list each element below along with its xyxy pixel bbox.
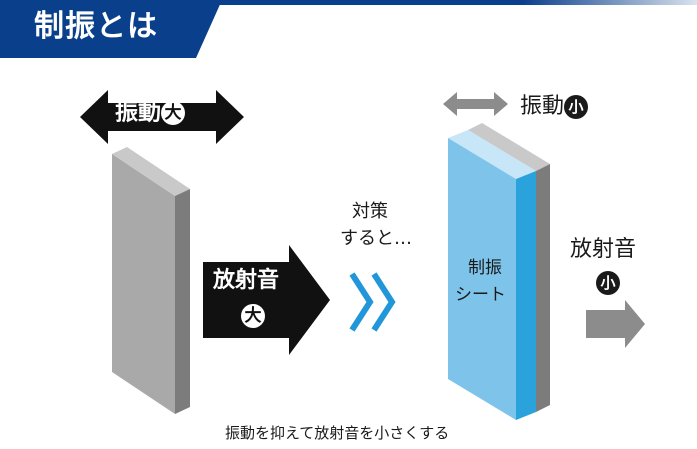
- sound-big-label: 放射音: [213, 268, 280, 293]
- vibration-small-text: 振動: [520, 94, 565, 119]
- vibration-big-badge: 大: [161, 101, 185, 125]
- vibration-small-badge: 小: [564, 95, 589, 119]
- sheet-label-line1: 制振: [468, 258, 502, 278]
- backing-panel-top: [468, 123, 550, 171]
- sound-big-badge: 大: [241, 304, 265, 328]
- title-top-line: [0, 0, 697, 5]
- sheet-top: [448, 130, 536, 179]
- measure-text-line2: すると…: [340, 228, 412, 249]
- vibration-small-arrow: [443, 92, 508, 116]
- measure-text-line1: 対策: [352, 201, 388, 222]
- vibration-small-label: 振動小: [520, 94, 589, 119]
- backing-panel-side: [536, 164, 550, 412]
- left-panel-side: [175, 189, 190, 414]
- chevron-icon: [349, 272, 374, 332]
- sound-big-badge-wrap: 大: [241, 304, 265, 328]
- page-title: 制振とは: [34, 9, 158, 44]
- chevron-icon: [371, 272, 396, 332]
- sound-small-arrow: [586, 300, 645, 348]
- sheet-label-line2: シート: [455, 285, 506, 305]
- caption: 振動を抑えて放射音を小さくする: [225, 424, 450, 442]
- sound-big-arrow: [203, 245, 330, 355]
- sound-small-badge-wrap: 小: [596, 271, 620, 295]
- sound-small-badge: 小: [596, 271, 620, 295]
- vibration-big-text: 振動: [115, 99, 161, 126]
- vibration-big-label: 振動大: [115, 101, 185, 125]
- left-panel-top: [112, 147, 190, 196]
- sheet-face: [448, 138, 516, 420]
- title-band: [0, 0, 222, 58]
- sound-small-label: 放射音: [570, 237, 637, 262]
- sheet-edge: [516, 171, 536, 420]
- left-panel-front: [112, 154, 175, 414]
